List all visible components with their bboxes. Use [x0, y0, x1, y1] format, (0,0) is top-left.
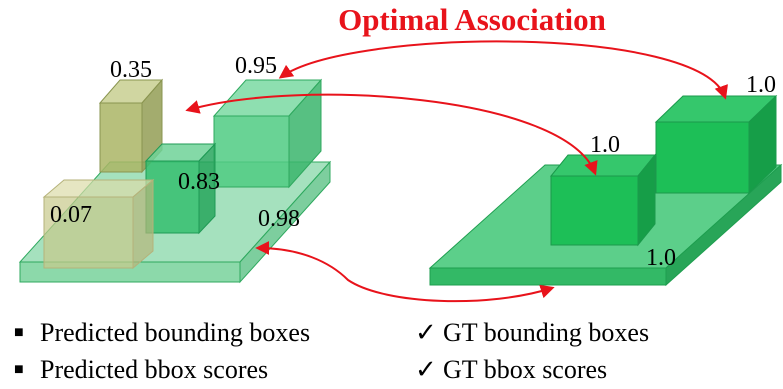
gt-box-right	[654, 94, 778, 195]
arrow-gt-base-to-pred-base	[255, 241, 555, 303]
score-box-095: 0.95	[235, 53, 277, 79]
diagram-title: Optimal Association	[338, 2, 606, 37]
checkmark-icon: ✓	[415, 355, 437, 384]
predicted-box-olive-007	[42, 178, 155, 270]
score-gt-base: 1.0	[646, 245, 676, 271]
predicted-scene: 0.35 0.95 0.83 0.07 0.98	[18, 53, 332, 284]
bullet-icon: ■	[14, 324, 24, 341]
arrow-gt-left-to-pred-083	[185, 93, 598, 176]
legend-gt-scores: GT bbox scores	[443, 355, 607, 384]
score-box-083: 0.83	[178, 169, 220, 195]
legend-gt: ✓ GT bounding boxes ✓ GT bbox scores	[415, 318, 649, 384]
score-box-007: 0.07	[50, 202, 92, 228]
legend-predicted-boxes: Predicted bounding boxes	[40, 318, 310, 347]
legend-predicted: ■ Predicted bounding boxes ■ Predicted b…	[14, 318, 310, 384]
legend-gt-boxes: GT bounding boxes	[443, 318, 649, 347]
arrow-gt-right-to-pred-095	[278, 40, 728, 100]
gt-box-left	[549, 153, 657, 247]
score-gt-box-left: 1.0	[590, 132, 620, 158]
association-arrows	[185, 40, 728, 303]
predicted-box-olive-035	[98, 78, 164, 174]
score-box-035: 0.35	[110, 57, 152, 83]
legend-predicted-scores: Predicted bbox scores	[40, 355, 268, 384]
checkmark-icon: ✓	[415, 318, 437, 347]
score-predicted-base: 0.98	[258, 206, 300, 232]
score-gt-box-right: 1.0	[746, 72, 776, 98]
gt-scene: 1.0 1.0 1.0	[428, 72, 783, 287]
bullet-icon: ■	[14, 361, 24, 378]
